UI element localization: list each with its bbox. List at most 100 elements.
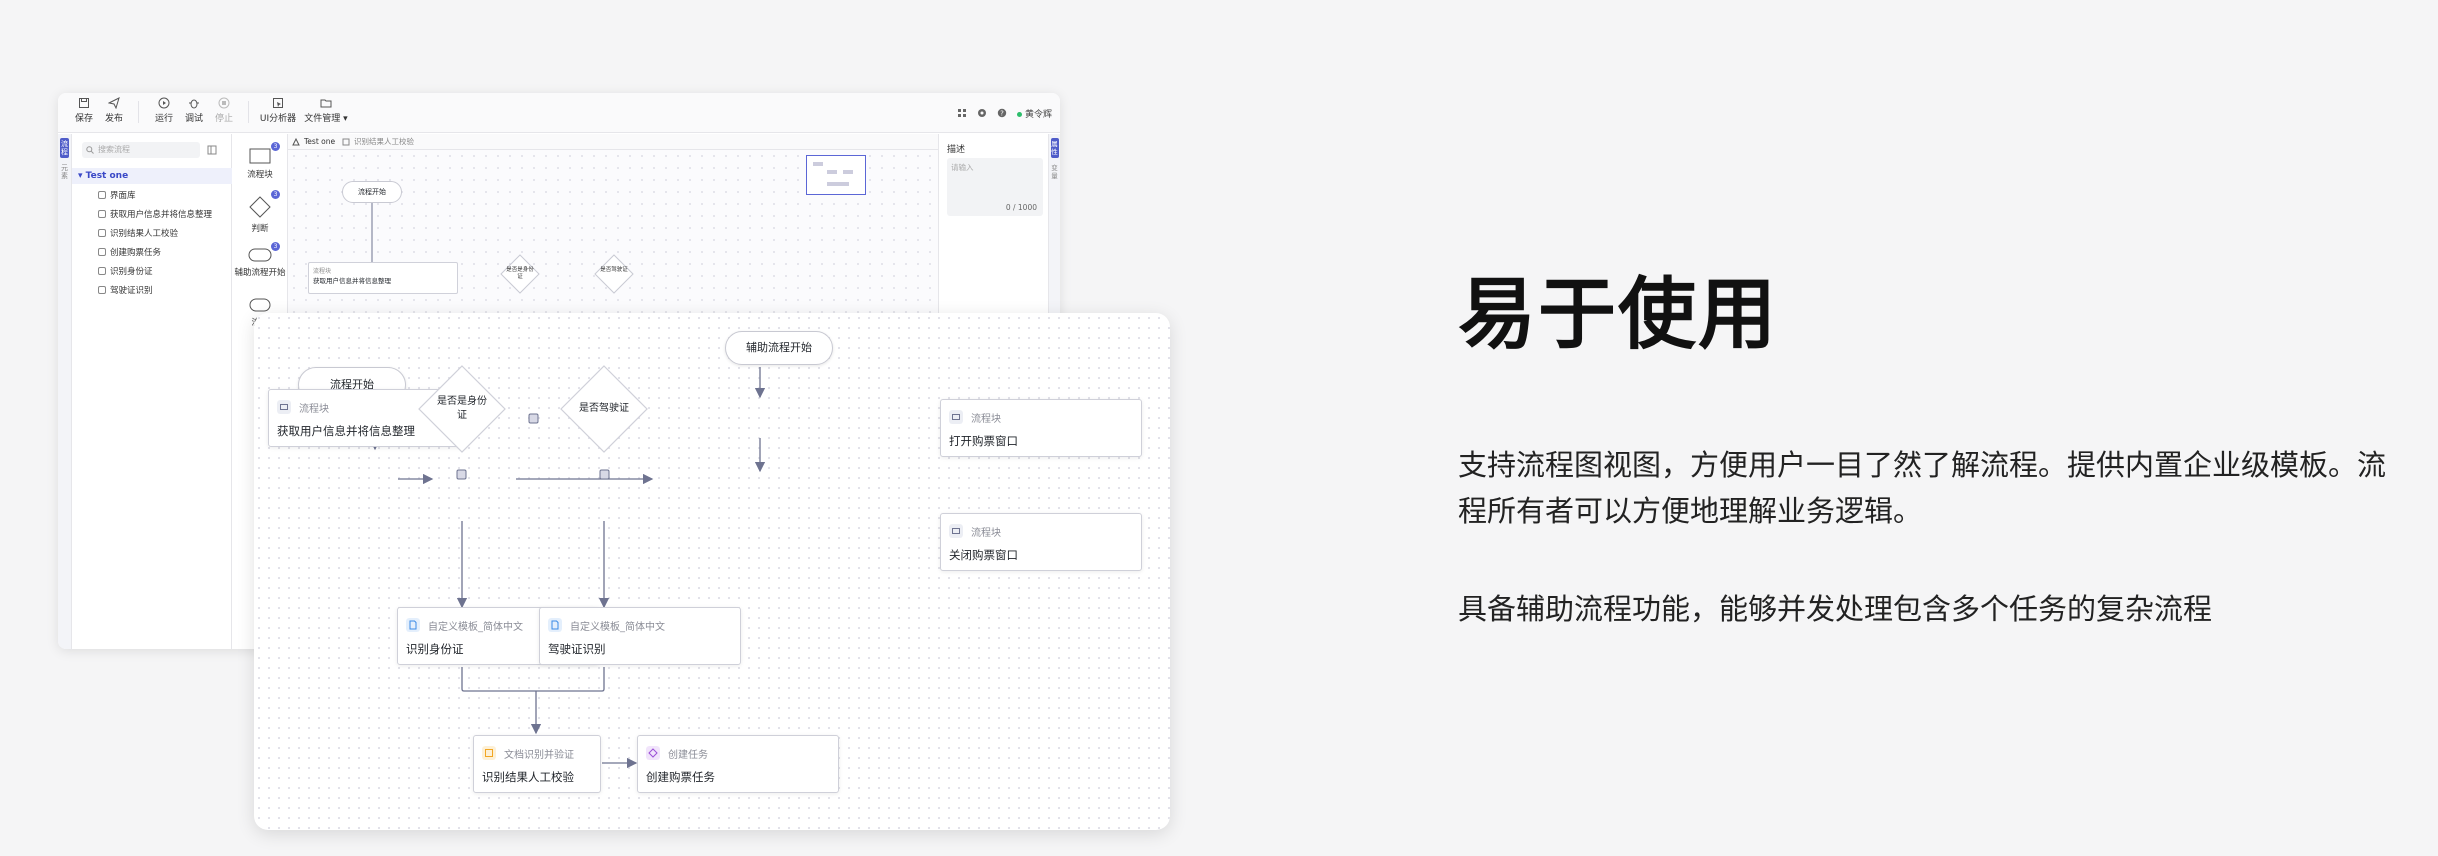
file-manager-button[interactable]: 文件管理 ▾ — [302, 97, 350, 129]
tab-verify[interactable]: 识别结果人工校验 — [340, 134, 414, 150]
save-button[interactable]: 保存 — [66, 97, 102, 129]
collapse-panel-icon[interactable] — [207, 145, 217, 155]
decision-label: 是否驾驶证 — [579, 403, 629, 414]
block-icon — [949, 524, 963, 538]
search-icon — [86, 146, 94, 154]
tree-item[interactable]: 获取用户信息并将信息整理 — [98, 207, 212, 223]
flow-block-create-task[interactable]: 创建任务 创建购票任务 — [637, 735, 839, 793]
gear-icon[interactable] — [977, 108, 987, 118]
tree-search-input[interactable]: 搜索流程 — [82, 142, 200, 158]
tree-item[interactable]: 识别身份证 — [98, 264, 153, 280]
block-name: 驾驶证识别 — [548, 642, 606, 656]
block-icon — [98, 191, 106, 199]
mini-connectors — [371, 203, 373, 262]
block-name: 打开购票窗口 — [949, 434, 1018, 448]
block-icon — [98, 267, 106, 275]
hero-paragraph-2: 具备辅助流程功能，能够并发处理包含多个任务的复杂流程 — [1458, 592, 2213, 626]
minimap[interactable] — [806, 155, 866, 195]
rectangle-icon — [249, 148, 271, 164]
palette-label: 辅助流程开始 — [234, 268, 286, 278]
hero-paragraph-1: 支持流程图视图，方便用户一目了然了解流程。提供内置企业级模板。流程所有者可以方便… — [1458, 448, 2387, 528]
flow-start-label: 流程开始 — [330, 378, 374, 391]
document-icon — [406, 618, 420, 632]
tree-item-label: 驾驶证识别 — [110, 286, 153, 296]
block-icon — [342, 138, 350, 146]
ui-analyzer-button[interactable]: UI分析器 — [256, 97, 300, 129]
pill-icon — [248, 248, 272, 262]
diamond-shape — [560, 365, 648, 453]
toolbar-right: ? 黄令辉 — [957, 105, 1052, 121]
run-button[interactable]: 运行 — [146, 97, 182, 129]
send-icon — [108, 97, 120, 109]
tree-item-label: 识别结果人工校验 — [110, 229, 179, 239]
run-label: 运行 — [154, 114, 173, 124]
palette-item-aux-start[interactable]: 3 辅助流程开始 — [232, 242, 288, 278]
block-name: 获取用户信息并将信息整理 — [277, 424, 415, 438]
block-icon — [98, 248, 106, 256]
palette-label: 判断 — [251, 224, 269, 234]
mini-flow-block[interactable]: 流程块 获取用户信息并将信息整理 — [308, 262, 458, 294]
description-placeholder: 请输入 — [951, 163, 974, 172]
save-label: 保存 — [74, 114, 93, 124]
decision-label: 是否是身份证 — [437, 396, 487, 421]
tree-item[interactable]: 驾驶证识别 — [98, 283, 153, 299]
grid-icon[interactable] — [957, 108, 967, 118]
tree-item-label: 识别身份证 — [110, 267, 153, 277]
flow-icon — [249, 298, 271, 312]
diamond-icon — [249, 196, 271, 218]
tree-item-label: 界面库 — [110, 191, 136, 201]
aux-flow-start-node[interactable]: 辅助流程开始 — [725, 331, 833, 365]
block-type: 流程块 — [299, 404, 329, 415]
help-icon[interactable]: ? — [997, 108, 1007, 118]
mini-start-node[interactable]: 流程开始 — [342, 181, 402, 203]
publish-button[interactable]: 发布 — [96, 97, 132, 129]
file-manager-text: 文件管理 — [304, 114, 341, 124]
inspect-icon — [273, 98, 283, 108]
flow-block-open-window[interactable]: 流程块 打开购票窗口 — [940, 399, 1142, 457]
editor-tabs: Test one 识别结果人工校验 — [288, 134, 938, 150]
debug-label: 调试 — [184, 114, 203, 124]
bug-icon — [189, 99, 199, 109]
tree-item[interactable]: 界面库 — [98, 188, 136, 204]
rail-tab-flow[interactable]: 流程 — [60, 138, 69, 158]
palette-item-decision[interactable]: 3 判断 — [232, 190, 288, 234]
block-type: 流程块 — [971, 414, 1001, 425]
stop-label: 停止 — [214, 114, 233, 124]
rail-tab-elements[interactable]: 元素 — [61, 164, 68, 180]
tree-search-placeholder: 搜索流程 — [98, 145, 130, 154]
block-type: 自定义模板_简体中文 — [570, 622, 665, 633]
palette-item-block[interactable]: 3 流程块 — [232, 142, 288, 180]
stop-button[interactable]: 停止 — [206, 97, 242, 129]
block-icon — [949, 410, 963, 424]
tab-test-one[interactable]: Test one — [290, 134, 335, 150]
tree-item-label: 创建购票任务 — [110, 248, 162, 258]
flow-block-driver-license-recognition[interactable]: 自定义模板_简体中文 驾驶证识别 — [539, 607, 741, 665]
tree-root-item[interactable]: ▾ Test one — [72, 168, 232, 184]
document-icon — [548, 618, 562, 632]
block-type: 流程块 — [971, 528, 1001, 539]
description-textarea[interactable]: 请输入 0 / 1000 — [947, 158, 1043, 216]
palette-label: 流程块 — [247, 170, 273, 180]
tree-item-label: 获取用户信息并将信息整理 — [110, 210, 213, 220]
tree-item[interactable]: 识别结果人工校验 — [98, 226, 178, 242]
debug-button[interactable]: 调试 — [176, 97, 212, 129]
publish-label: 发布 — [104, 114, 123, 124]
rail-tab-variables[interactable]: 变量 — [1051, 164, 1058, 180]
tab-label: Test one — [304, 137, 336, 146]
decision-is-id-card[interactable]: 是否是身份证 — [417, 364, 507, 454]
flow-block-manual-verify[interactable]: 文档识别并验证 识别结果人工校验 — [473, 735, 601, 793]
flow-block-close-window[interactable]: 流程块 关闭购票窗口 — [940, 513, 1142, 571]
tab-label: 识别结果人工校验 — [354, 137, 414, 146]
palette-badge: 3 — [271, 242, 280, 251]
decision-is-driver-license[interactable]: 是否驾驶证 — [559, 364, 649, 454]
rail-tab-properties[interactable]: 属性 — [1050, 138, 1059, 158]
user-status[interactable]: 黄令辉 — [1016, 107, 1052, 120]
mini-start-label: 流程开始 — [358, 188, 386, 196]
mini-decision-2-label: 是否驾驶证 — [600, 267, 628, 273]
mini-decision-2[interactable] — [594, 254, 634, 294]
mini-decision-1[interactable] — [500, 254, 540, 294]
tree-item[interactable]: 创建购票任务 — [98, 245, 161, 261]
block-type: 自定义模板_简体中文 — [428, 622, 523, 633]
toolbar-divider — [248, 101, 249, 123]
left-rail: 流程 元素 — [58, 134, 72, 649]
